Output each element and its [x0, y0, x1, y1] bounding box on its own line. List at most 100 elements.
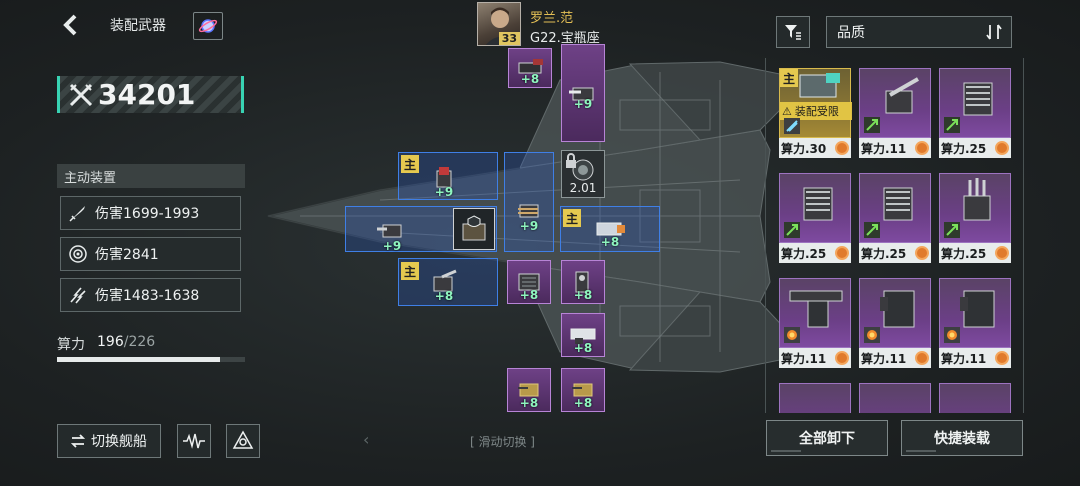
back-button[interactable] [55, 10, 85, 40]
card-picture [939, 173, 1011, 243]
heavy-turret-icon [433, 269, 457, 292]
inventory-card[interactable]: 算力.25 [939, 68, 1011, 158]
sort-quality-select[interactable]: 品质 [826, 16, 1012, 48]
inventory-card[interactable]: 算力.11 [939, 278, 1011, 368]
card-compute-label: 算力.11 [861, 141, 907, 156]
inventory-panel[interactable]: 主 ⚠装配受限 算力.30 算力.11 [765, 58, 1024, 413]
energy-burst-icon [784, 118, 800, 134]
inventory-card[interactable]: 算力.25 [779, 173, 851, 263]
ship-slot[interactable]: +8 [507, 368, 551, 412]
box-cannon-icon [880, 290, 915, 328]
active-device-missile[interactable]: 伤害1699-1993 [60, 196, 241, 230]
card-compute-label: 算力.25 [781, 246, 827, 261]
inventory-card[interactable]: 算力.25 [859, 173, 931, 263]
ship-slot[interactable]: +9 [561, 44, 605, 142]
ship-slot[interactable]: +9 [422, 156, 466, 200]
slot-level: +8 [434, 289, 454, 303]
plasma-cannon-icon [596, 222, 625, 236]
missile-pod-icon [883, 187, 913, 221]
pilot-avatar[interactable]: 33 [477, 2, 521, 46]
ship-slot[interactable]: +8 [507, 260, 551, 304]
explosion-icon [864, 327, 880, 343]
explosion-icon [944, 327, 960, 343]
slot-level: +8 [519, 396, 539, 410]
padlock-icon [566, 153, 576, 168]
ship-slot[interactable]: +8 [561, 313, 605, 357]
filter-button[interactable] [776, 16, 810, 48]
planet-button[interactable] [193, 12, 223, 40]
ship-core-slot[interactable] [453, 208, 495, 250]
ship-slot[interactable]: +9 [507, 190, 551, 234]
compute-progress-bar [57, 357, 245, 362]
active-device-lightning[interactable]: 伤害1483-1638 [60, 278, 241, 312]
red-cannon-icon [436, 167, 452, 188]
waveform-button[interactable] [177, 424, 211, 458]
fleet-network-button[interactable] [226, 424, 260, 458]
missile-icon [67, 202, 89, 224]
ship-slot[interactable]: +8 [561, 260, 605, 304]
inventory-card[interactable]: 算力.11 [859, 68, 931, 158]
lightning-icon [67, 284, 89, 306]
card-picture [859, 68, 931, 138]
unequip-all-button[interactable]: 全部卸下 [766, 420, 888, 456]
card-picture [939, 278, 1011, 348]
ship-slot[interactable]: +9 [370, 210, 414, 254]
type-badge [942, 325, 962, 345]
ship-slot[interactable]: +8 [422, 260, 466, 304]
card-compute-label: 算力.25 [941, 141, 987, 156]
card-compute: 算力.30 [779, 138, 851, 158]
gear-icon [915, 246, 929, 260]
card-compute: 算力.11 [859, 138, 931, 158]
type-badge [782, 220, 802, 240]
inventory-card-partial[interactable] [779, 383, 851, 413]
page-title: 装配武器 [110, 18, 166, 34]
card-picture: 主 ⚠装配受限 [779, 68, 852, 138]
slot-zone-upper-center [504, 152, 554, 252]
card-picture [779, 383, 851, 413]
switch-ship-button[interactable]: 切换舰船 [57, 424, 161, 458]
gear-icon [995, 351, 1009, 365]
card-compute-label: 算力.11 [861, 351, 907, 366]
card-picture [859, 383, 931, 413]
inventory-card[interactable]: 算力.25 [939, 173, 1011, 263]
slot-level: +8 [520, 72, 540, 86]
ship-slot[interactable]: +8 [508, 48, 552, 88]
swap-arrows-icon [71, 434, 85, 448]
shield-core-icon [462, 215, 486, 241]
slot-level: +9 [519, 219, 539, 233]
ship-slot[interactable]: +8 [588, 206, 632, 250]
card-compute-label: 算力.25 [941, 246, 987, 261]
inventory-card-partial[interactable] [939, 383, 1011, 413]
inventory-card[interactable]: 主 ⚠装配受限 算力.30 [779, 68, 852, 158]
gear-icon [995, 141, 1009, 155]
ship-slot-locked[interactable]: 2.01 [561, 150, 605, 198]
main-slot-tag: 主 [401, 155, 419, 173]
plasma-launcher-icon [799, 73, 840, 98]
active-device-burst[interactable]: 伤害2841 [60, 237, 241, 271]
ship-slot[interactable]: +8 [561, 368, 605, 412]
slot-level: +8 [600, 235, 620, 249]
twin-gun-icon [518, 204, 539, 218]
inventory-card-partial[interactable] [859, 383, 931, 413]
inventory-card[interactable]: 算力.11 [779, 278, 851, 368]
module-core-icon [572, 159, 594, 181]
missile-pod-icon [963, 82, 993, 116]
filter-icon [785, 25, 801, 40]
pilot-level: 33 [498, 32, 520, 45]
gear-icon [835, 351, 849, 365]
card-compute: 算力.11 [779, 348, 851, 368]
explosion-icon [784, 327, 800, 343]
green-arrow-icon [944, 117, 960, 133]
slot-level: +8 [573, 288, 593, 302]
barrel-gun-icon [377, 224, 402, 238]
compute-progress-fill [57, 357, 220, 362]
type-badge [782, 116, 802, 136]
inventory-card[interactable]: 算力.11 [859, 278, 931, 368]
quick-equip-button[interactable]: 快捷装载 [901, 420, 1023, 456]
gear-icon [835, 246, 849, 260]
compute-value: 196/226 [97, 334, 156, 350]
switch-ship-label: 切换舰船 [91, 434, 147, 450]
slide-left-icon[interactable]: ‹ [363, 430, 370, 449]
box-cannon-icon [960, 290, 995, 328]
